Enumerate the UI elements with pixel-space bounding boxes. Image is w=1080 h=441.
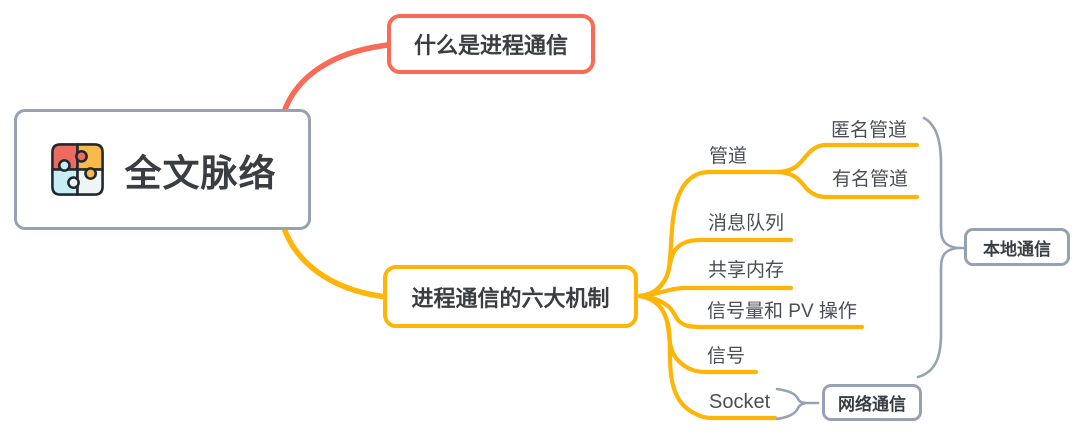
connector-pipe-to-anonymous-pipe	[775, 142, 920, 175]
topic-signal[interactable]: 信号	[707, 346, 746, 367]
topic-named-pipe[interactable]: 有名管道	[832, 169, 909, 190]
connector-six-to-shared-memory	[637, 285, 794, 299]
puzzle-icon	[50, 143, 104, 196]
connector-root-to-what	[281, 42, 391, 115]
topic-socket[interactable]: Socket	[709, 391, 771, 413]
connector-root-to-six	[281, 225, 389, 300]
topic-shared-memory[interactable]: 共享内存	[708, 260, 785, 281]
topic-anonymous-pipe[interactable]: 匿名管道	[831, 120, 908, 141]
summary-network-communication[interactable]: 网络通信	[822, 384, 922, 421]
topic-what-label: 什么是进程通信	[413, 33, 568, 58]
bracket-local-communication	[916, 116, 958, 379]
topic-six-label: 进程通信的六大机制	[411, 285, 610, 311]
root-topic[interactable]: 全文脉络	[14, 109, 311, 230]
summary-local-communication[interactable]: 本地通信	[964, 228, 1070, 266]
root-topic-label: 全文脉络	[124, 152, 277, 194]
summary-local-label: 本地通信	[983, 239, 1051, 259]
bracket-network-communication	[775, 387, 807, 421]
topic-what-is-process-communication[interactable]: 什么是进程通信	[387, 14, 595, 74]
topic-semaphore-pv[interactable]: 信号量和 PV 操作	[707, 301, 857, 322]
summary-network-label: 网络通信	[838, 395, 906, 414]
topic-pipe[interactable]: 管道	[709, 146, 748, 167]
topic-six-mechanisms[interactable]: 进程通信的六大机制	[383, 265, 638, 328]
topic-message-queue[interactable]: 消息队列	[708, 213, 785, 234]
